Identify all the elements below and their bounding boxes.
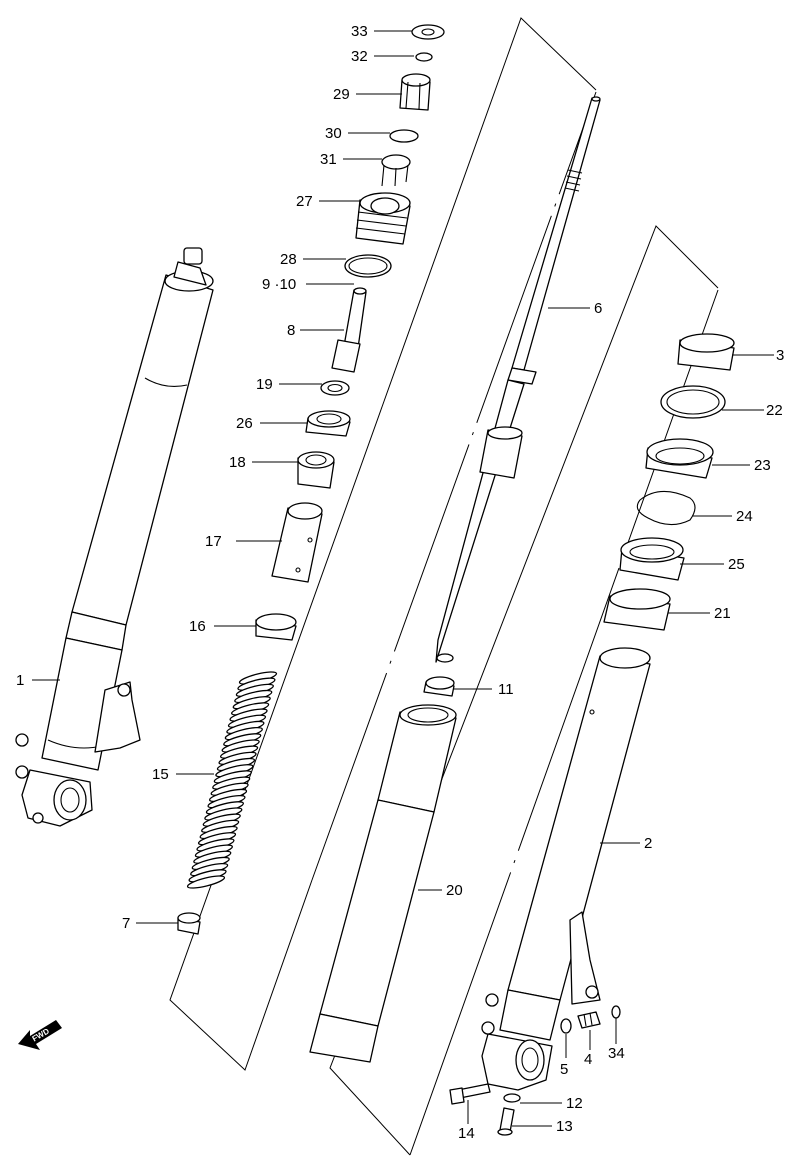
label-7: 7 xyxy=(122,915,130,932)
part-4-bleed-screw xyxy=(577,1011,601,1029)
label-1: 1 xyxy=(16,672,24,689)
part-13-bolt xyxy=(497,1107,515,1136)
group-outline-center xyxy=(169,17,597,1071)
label-14: 14 xyxy=(458,1125,475,1142)
part-29-adjuster xyxy=(399,73,431,111)
label-4: 4 xyxy=(584,1051,592,1068)
part-32-o-ring xyxy=(415,52,433,62)
part-20-outer-tube xyxy=(309,704,457,1063)
part-16-seal xyxy=(255,613,297,641)
label-30: 30 xyxy=(325,125,342,142)
part-1-fork-assembly xyxy=(15,247,214,827)
label-32: 32 xyxy=(351,48,368,65)
part-5-washer xyxy=(560,1018,572,1034)
label-27: 27 xyxy=(296,193,313,210)
label-22: 22 xyxy=(766,402,783,419)
label-21: 21 xyxy=(714,605,731,622)
part-27-cap-bolt xyxy=(355,192,411,245)
label-26: 26 xyxy=(236,415,253,432)
part-30-o-ring xyxy=(389,129,419,143)
part-6-inner-rod xyxy=(435,96,601,663)
group-outline-right xyxy=(329,225,719,1156)
part-14-bolt xyxy=(449,1083,491,1105)
fwd-arrow-icon: FWD xyxy=(18,1020,62,1050)
label-15: 15 xyxy=(152,766,169,783)
callout-labels: 33 32 29 30 31 27 28 9 ·10 8 19 26 18 17… xyxy=(16,23,784,1142)
label-18: 18 xyxy=(229,454,246,471)
label-31: 31 xyxy=(320,151,337,168)
label-33: 33 xyxy=(351,23,368,40)
part-7-nut xyxy=(177,912,201,935)
part-18-bushing xyxy=(297,451,335,489)
part-34-washer xyxy=(611,1005,621,1019)
part-28-o-ring xyxy=(344,254,392,278)
part-19-washer xyxy=(320,380,350,396)
part-8-rod xyxy=(331,287,367,373)
label-23: 23 xyxy=(754,457,771,474)
part-21-bushing xyxy=(603,588,671,631)
part-12-washer xyxy=(503,1093,521,1103)
label-9-10: 9 ·10 xyxy=(262,276,296,293)
part-17-cylinder xyxy=(271,502,323,583)
label-3: 3 xyxy=(776,347,784,364)
label-8: 8 xyxy=(287,322,295,339)
label-11: 11 xyxy=(498,681,514,698)
label-5: 5 xyxy=(560,1061,568,1078)
part-24-stopper-ring xyxy=(636,490,696,526)
label-17: 17 xyxy=(205,533,222,550)
part-31-clip xyxy=(381,154,411,187)
spring-coil xyxy=(186,875,226,889)
label-28: 28 xyxy=(280,251,297,268)
label-34: 34 xyxy=(608,1045,625,1062)
part-33-washer xyxy=(411,24,445,40)
part-11-ring xyxy=(423,676,455,697)
label-20: 20 xyxy=(446,882,463,899)
part-15-spring xyxy=(186,671,278,889)
label-16: 16 xyxy=(189,618,206,635)
label-12: 12 xyxy=(566,1095,583,1112)
part-22-washer xyxy=(660,385,726,419)
label-6: 6 xyxy=(594,300,602,317)
part-25-dust-seal xyxy=(619,537,685,581)
label-29: 29 xyxy=(333,86,350,103)
part-3-bushing xyxy=(677,333,735,371)
label-24: 24 xyxy=(736,508,753,525)
part-2-inner-tube xyxy=(481,647,651,1091)
label-25: 25 xyxy=(728,556,745,573)
part-23-oil-seal xyxy=(645,438,714,479)
label-2: 2 xyxy=(644,835,652,852)
part-26-seal xyxy=(305,410,351,437)
label-19: 19 xyxy=(256,376,273,393)
label-13: 13 xyxy=(556,1118,573,1135)
leader-lines xyxy=(32,30,774,1127)
